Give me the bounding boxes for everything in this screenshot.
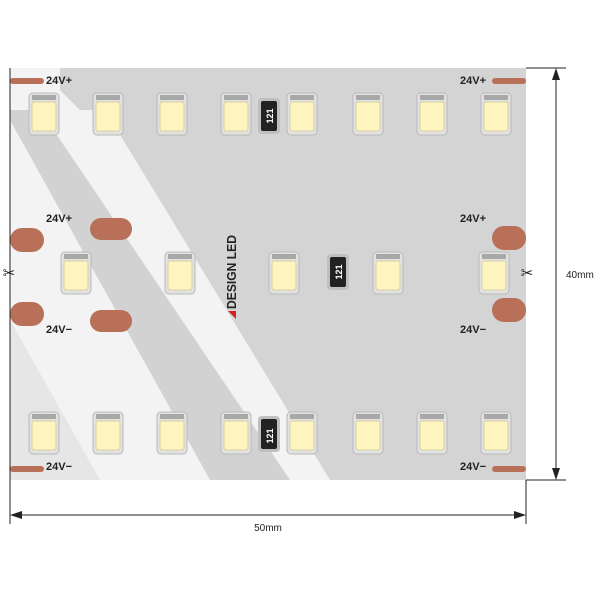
label-bottom-left: 24V− xyxy=(46,461,72,473)
led-bottom-3 xyxy=(156,411,188,455)
height-dimension xyxy=(526,67,566,481)
led-top-8 xyxy=(480,92,512,136)
resistor-bottom: 121 xyxy=(258,416,280,452)
label-mid-upper-left: 24V+ xyxy=(46,213,72,225)
width-dimension xyxy=(9,68,527,524)
pad-mid-left-upper xyxy=(10,228,44,252)
resistor-middle-code: 121 xyxy=(334,264,344,279)
scissors-left-icon: ✂ xyxy=(3,264,16,282)
led-top-4 xyxy=(220,92,252,136)
label-mid-lower-left: 24V− xyxy=(46,324,72,336)
height-dimension-label: 40mm xyxy=(566,270,594,281)
label-mid-upper-right: 24V+ xyxy=(460,213,486,225)
brand-logo: DESIGN LED xyxy=(224,235,239,319)
pad-mid-left-lower xyxy=(10,302,44,326)
resistor-middle: 121 xyxy=(327,254,349,290)
pad-bottom-right xyxy=(492,466,526,472)
label-top-right: 24V+ xyxy=(460,75,486,87)
label-bottom-right: 24V− xyxy=(460,461,486,473)
copper-pads xyxy=(10,78,526,472)
shadow-band-cut xyxy=(40,110,330,480)
led-middle-1 xyxy=(60,251,92,295)
led-middle-2 xyxy=(164,251,196,295)
pad-bottom-left xyxy=(10,466,44,472)
width-dimension-label: 50mm xyxy=(254,523,282,534)
led-top-7 xyxy=(416,92,448,136)
pad-top-right xyxy=(492,78,526,84)
resistor-top: 121 xyxy=(258,98,280,134)
led-bottom-1 xyxy=(28,411,60,455)
pad-inner-left-upper xyxy=(90,218,132,240)
led-top-3 xyxy=(156,92,188,136)
resistor-top-code: 121 xyxy=(265,108,275,123)
led-top-6 xyxy=(352,92,384,136)
label-top-left: 24V+ xyxy=(46,75,72,87)
logo-triangle-icon xyxy=(228,311,236,319)
led-middle-4 xyxy=(372,251,404,295)
pad-mid-right-upper xyxy=(492,226,526,250)
logo-text: DESIGN LED xyxy=(224,235,239,309)
led-top-1 xyxy=(28,92,60,136)
led-bottom-5 xyxy=(286,411,318,455)
led-bottom-6 xyxy=(352,411,384,455)
led-middle-5 xyxy=(478,251,510,295)
led-top-2 xyxy=(92,92,124,136)
led-bottom-2 xyxy=(92,411,124,455)
led-middle-3 xyxy=(268,251,300,295)
led-chips xyxy=(28,92,512,455)
scissors-right-icon: ✂ xyxy=(521,264,534,282)
pad-mid-right-lower xyxy=(492,298,526,322)
resistor-bottom-code: 121 xyxy=(265,428,275,443)
led-bottom-7 xyxy=(416,411,448,455)
label-mid-lower-right: 24V− xyxy=(460,324,486,336)
led-bottom-8 xyxy=(480,411,512,455)
pad-inner-left-lower xyxy=(90,310,132,332)
pad-top-left xyxy=(10,78,44,84)
led-bottom-4 xyxy=(220,411,252,455)
led-top-5 xyxy=(286,92,318,136)
